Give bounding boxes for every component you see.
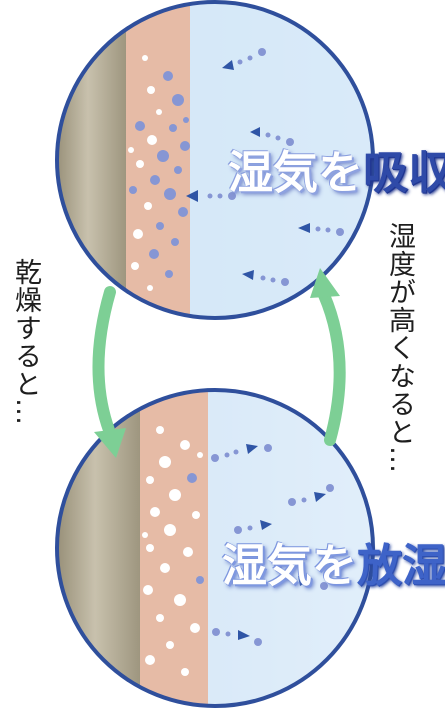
humid-condition-label: 湿度が高くなると… [384, 222, 415, 474]
release-label-part2: 放湿 [357, 539, 445, 592]
release-label-part1: 湿気を [222, 539, 358, 592]
wall-gray-layer [57, 390, 140, 706]
absorb-label-part2: 吸収 [363, 146, 445, 199]
dry-condition-label: 乾燥すると… [10, 258, 41, 426]
wall-pink-layer [126, 2, 190, 318]
wall-moisture-dots [142, 426, 204, 676]
cycle-arrow-icon [310, 268, 340, 298]
absorb-moisture-label: 湿気を吸収 [228, 150, 445, 195]
wall-moisture-dots [128, 55, 190, 291]
cycle-arrow-icon [94, 428, 126, 458]
moisture-dot-arrow-icon [186, 48, 344, 286]
moisture-dot-arrow-icon [211, 444, 334, 646]
release-moisture-label: 湿気を放湿 [222, 543, 445, 588]
bottom-circle-border [55, 388, 375, 708]
cycle-arrow-icon [92, 286, 346, 446]
top-circle-border [55, 0, 375, 320]
absorb-label-part1: 湿気を [228, 146, 364, 199]
